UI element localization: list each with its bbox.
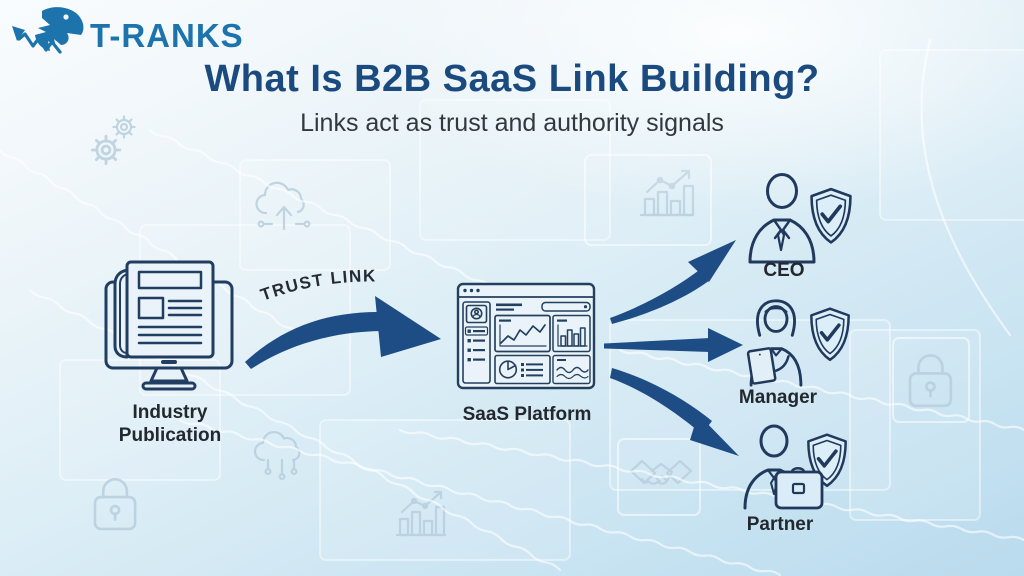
shield-check-icon xyxy=(810,307,850,362)
source-label-line1: Industry xyxy=(132,402,208,423)
dashboard-window-icon xyxy=(456,282,596,390)
swoosh-arrow-shape xyxy=(245,296,441,369)
brand-name: T-RANKS xyxy=(90,17,244,54)
page-subtitle: Links act as trust and authority signals xyxy=(300,109,724,137)
ceo-person-icon xyxy=(748,173,816,264)
shield-check-icon xyxy=(810,187,852,244)
dashboard-sidebar xyxy=(462,301,491,384)
trust-link-label: TRUST LINK xyxy=(258,266,375,304)
page-title: What Is B2B SaaS Link Building? xyxy=(204,58,820,100)
trex-arrow-logo-icon xyxy=(12,7,84,54)
arrow-to-partner xyxy=(610,368,739,456)
line-chart-panel xyxy=(494,314,551,353)
manager-person-icon xyxy=(746,299,803,387)
source-label-line2: Publication xyxy=(118,425,222,446)
padlock-icon xyxy=(93,478,137,531)
target-label-partner: Partner xyxy=(746,514,814,535)
brand-logo: T-RANKS xyxy=(8,2,244,62)
newspaper-monitor-icon xyxy=(104,260,234,391)
partner-briefcase-icon xyxy=(743,424,824,510)
wave-chart-panel xyxy=(552,354,591,385)
pie-chart-panel xyxy=(494,354,551,385)
fanout-arrows xyxy=(604,240,743,456)
window-dots xyxy=(463,288,480,293)
target-label-ceo: CEO xyxy=(763,260,805,281)
source-label: Industry Publication xyxy=(80,401,260,447)
svg-text:TRUST LINK: TRUST LINK xyxy=(258,266,377,304)
trust-link-arrow: TRUST LINK xyxy=(245,266,441,369)
search-box xyxy=(541,301,591,312)
growth-chart-icon xyxy=(639,169,695,217)
platform-label: SaaS Platform xyxy=(462,404,592,425)
bar-chart-panel xyxy=(552,314,591,353)
arrow-to-manager xyxy=(604,328,743,362)
arrow-to-ceo xyxy=(610,240,736,324)
target-label-manager: Manager xyxy=(738,387,818,408)
